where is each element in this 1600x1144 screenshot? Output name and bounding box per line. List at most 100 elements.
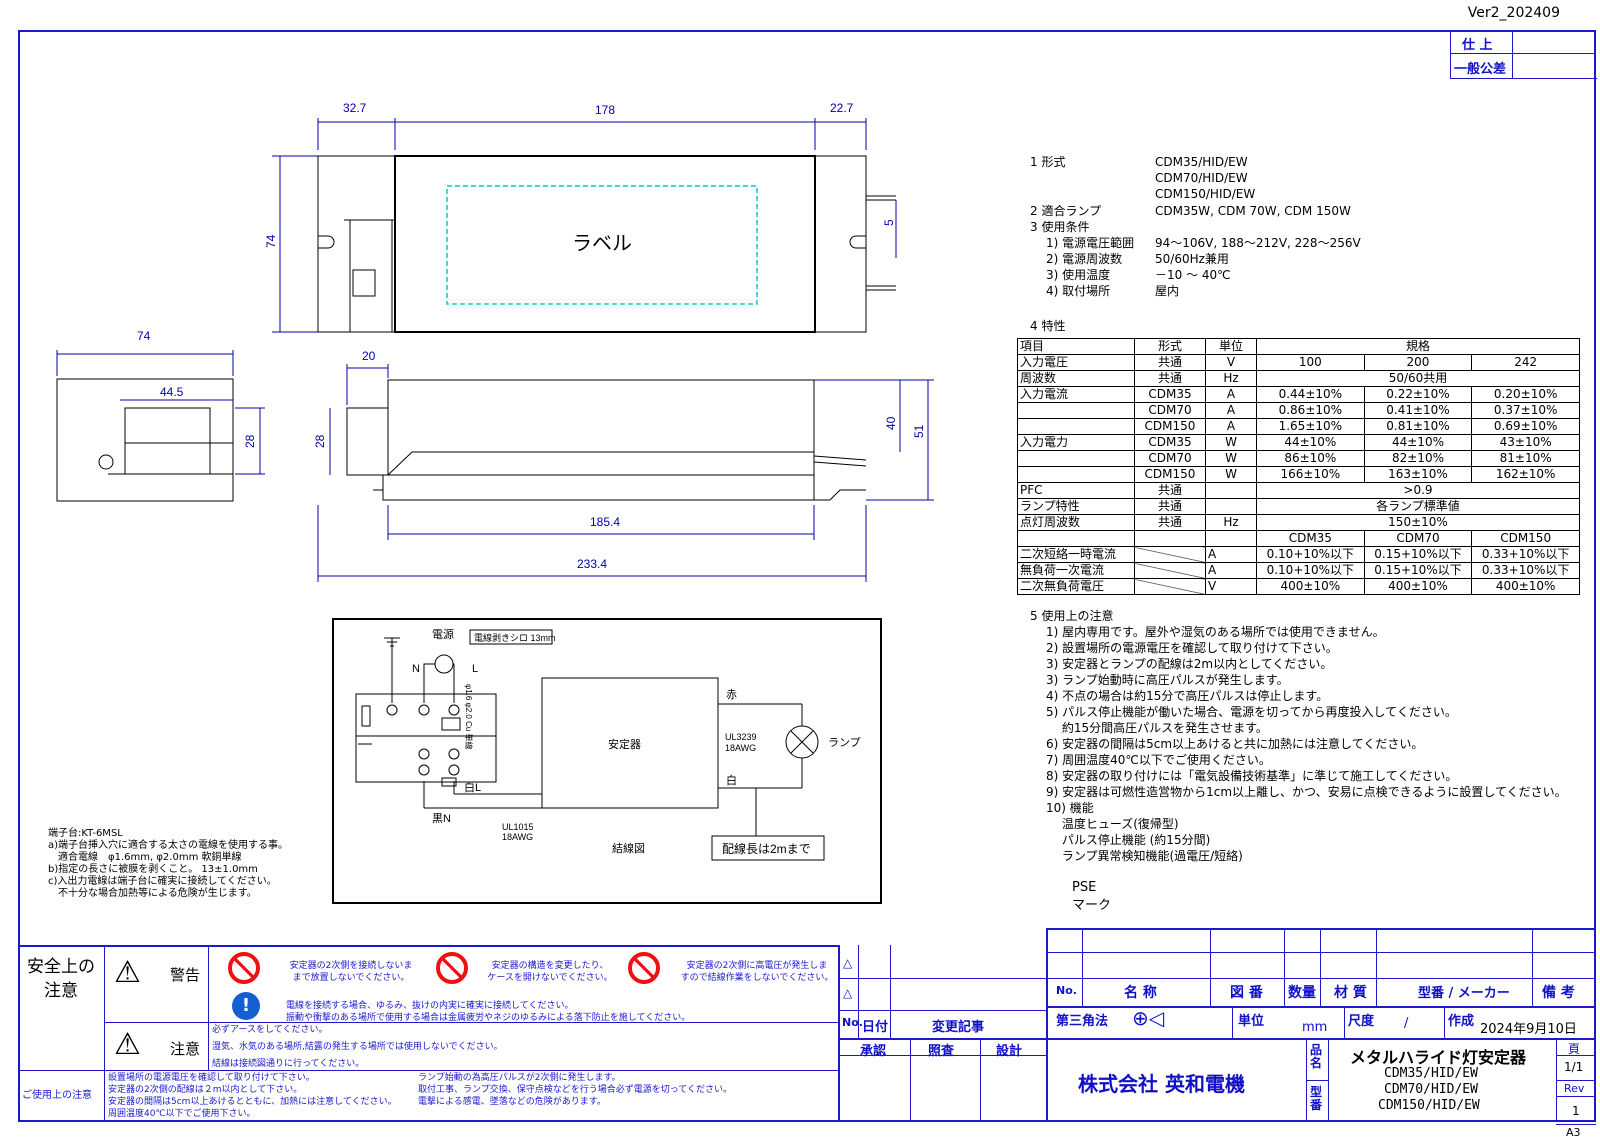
wiring-length-note: 配線長は2mまで [722,841,811,856]
approve-header: 承認 [860,1044,887,1059]
usage-item: 8) 安定器の取り付けには「電気設備技術基準」に準じて施工してください。 [1046,769,1458,783]
dim-top-height: 74 [264,234,278,248]
tb-line-i [1306,1080,1328,1081]
spec-table-cell: 0.69±10% [1471,418,1580,435]
rev-line-4 [840,1055,1046,1056]
tb-line-b [1046,978,1596,979]
usage-item: 温度ヒューズ(復帰型) [1046,817,1179,831]
made-date: 2024年9月10日 [1480,1022,1577,1037]
page-label: 頁 [1568,1042,1581,1056]
product-model-3: CDM150/HID/EW [1378,1098,1480,1113]
drawing-frame [18,30,1596,1122]
dim-side-height28: 28 [313,434,327,448]
wiring-strip-label: 電線剥きシロ 13mm [474,632,556,643]
dim-side-len1: 185.4 [590,515,620,529]
caution-text-1: 必ずアースをしてください。 [212,1025,328,1035]
spec-lamp-value: CDM35W, CDM 70W, CDM 150W [1155,204,1351,218]
dim-top-right: 22.7 [830,101,854,115]
usage-item: 9) 安定器は可燃性造営物から1cm以上離し、かつ、安易に点検できるように設置し… [1046,785,1567,799]
usage-item: 1) 屋内専用です。屋外や湿気のある場所では使用できません。 [1046,625,1385,639]
spec-table-header: 項目形式単位規格 [1017,338,1580,355]
terminal-note-line: 端子台:KT-6MSL [48,828,123,839]
product-name-label: 品名 [1310,1043,1323,1070]
caution-label: 注意 [170,1040,201,1058]
spec-table-cell: 共通 [1134,514,1206,531]
spec-table-cell: 44±10% [1363,434,1473,451]
usage-item: 2) 設置場所の電源電圧を確認して取り付けて下さい。 [1046,641,1338,655]
spec-table-cell: 86±10% [1256,450,1365,467]
tb-vline-9 [1444,1006,1445,1038]
outline-drawing: 32.7 178 22.7 74 5 74 44.5 28 20 28 40 5… [56,101,934,582]
spec-conditions-title: 3 使用条件 [1030,220,1090,234]
spec-characteristics-title: 4 特性 [1030,319,1066,333]
dim-top-left: 32.7 [343,101,367,115]
scale-value: / [1404,1016,1409,1031]
spec-table-cell: 44±10% [1256,434,1365,451]
spec-table-cell: 0.37±10% [1471,402,1580,419]
spec-table-cell: 各ランプ標準値 [1256,498,1580,515]
spec-lamp-title: 2 適合ランプ [1030,204,1102,218]
wiring-ul1015-label: UL1015 [502,822,534,832]
spec-table-cell: 81±10% [1471,450,1580,467]
spec-cond-4-label: 4) 取付場所 [1046,284,1111,298]
pse-label: PSE [1072,880,1097,895]
warning-label: 警告 [170,966,201,984]
rev-marker-1: △ [843,956,853,970]
spec-table-cell: Hz [1205,370,1257,387]
tb-name-header: 名 称 [1124,985,1157,1001]
tb-vline-3 [1284,928,1285,1006]
spec-form-value-3: CDM150/HID/EW [1155,187,1256,201]
dim-side-height51: 51 [912,424,926,438]
scale-label: 尺度 [1348,1014,1375,1029]
version-label: Ver2_202409 [1467,5,1560,21]
wiring-title: 結線図 [612,841,645,855]
unit-label: 単位 [1238,1014,1265,1029]
caution-text-2: 湿気、水気のある場所,結露の発生する場所では使用しないでください。 [212,1042,503,1052]
usage-item: 5) パルス停止機能が働いた場合、電源を切ってから再度投入してください。 [1046,705,1457,719]
spec-table-cell: 400±10% [1471,578,1580,595]
tb-line-f [1556,1080,1596,1081]
spec-table-cell [1134,530,1206,547]
tb-dwg-header: 図 番 [1230,985,1263,1001]
spec-table-cell [1017,402,1135,419]
spec-table-cell [1017,450,1135,467]
rev-line-1 [840,978,1046,979]
wiring-awg1-label: 18AWG [725,743,756,753]
tb-qty-header: 数量 [1288,985,1316,1001]
rev-record-header: 変更記事 [932,1020,985,1035]
spec-table-cell: CDM70 [1134,450,1206,467]
spec-table-cell: 166±10% [1256,466,1365,483]
spec-table-cell: A [1205,546,1257,563]
design-header: 設計 [996,1044,1023,1059]
spec-cond-1-value: 94～106V, 188～212V, 228～256V [1155,236,1361,250]
tb-no-header: No. [1056,984,1077,997]
safety-line-1 [104,1022,840,1023]
warning-text-1: 安定器の2次側を接続しないままで放置しないでください。 [289,961,413,983]
label-area-text: ラベル [572,233,632,255]
spec-table-cell [1017,418,1135,435]
safety-line-2 [18,1070,840,1071]
rev-date-header: 日付 [862,1020,889,1035]
rev-label: Rev [1564,1082,1585,1095]
finish-box-divider [1450,53,1596,54]
safety-vline-2 [208,945,209,1070]
spec-table-cell: 共通 [1134,354,1206,371]
spec-table-cell: V [1205,578,1257,595]
caution-text-3: 結線は接続図通りに行ってください。 [212,1059,365,1069]
spec-table-cell: 0.81±10% [1363,418,1473,435]
spec-table-cell: 0.44±10% [1256,386,1365,403]
spec-table-cell: CDM35 [1134,434,1206,451]
spec-table-cell [1017,530,1135,547]
spec-table-row: ランプ特性共通各ランプ標準値 [1017,498,1580,515]
spec-table-cell [1134,562,1206,579]
usage-item: 約15分間高圧パルスを発生させます。 [1046,721,1268,735]
spec-table-cell: 50/60共用 [1256,370,1580,387]
